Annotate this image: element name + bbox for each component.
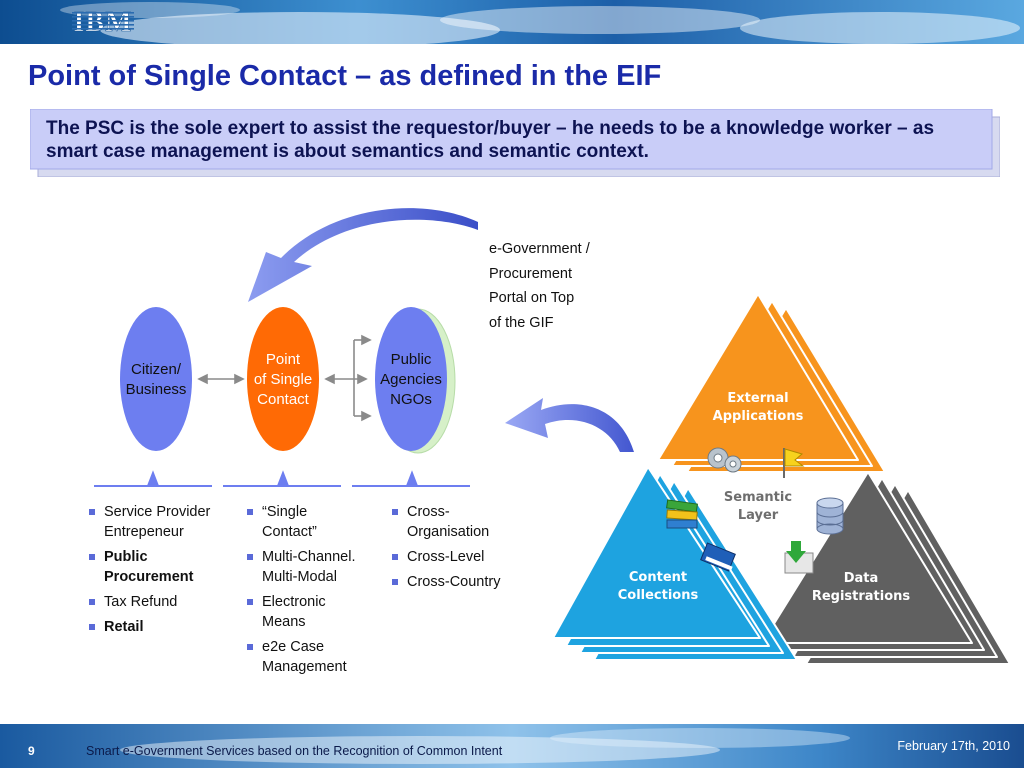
psc-oval (247, 307, 319, 451)
list-item: Electronic Means (244, 592, 364, 632)
bottom-banner (0, 724, 1024, 768)
list-item: Cross-Country (389, 572, 519, 592)
download-icon (784, 541, 814, 574)
list-item: Cross-Organisation (389, 502, 519, 542)
top-banner (0, 0, 1024, 44)
list-item: Multi-Channel. Multi-Modal (244, 547, 364, 587)
data-registrations-triangle (761, 471, 1011, 665)
callout-box (30, 109, 1000, 177)
flag-icon (783, 448, 805, 478)
slide-title: Point of Single Contact – as defined in … (28, 60, 662, 92)
list-item: Public Procurement (86, 547, 236, 587)
gears-icon (707, 447, 742, 473)
external-applications-triangle (657, 293, 886, 473)
footer-title: Smart e-Government Services based on the… (86, 744, 503, 758)
list-item: Cross-Level (389, 547, 519, 567)
citizen-oval (120, 307, 192, 451)
citizen-bullets: Service Provider Entrepeneur Public Proc… (86, 502, 236, 642)
database-icon (816, 497, 844, 535)
curved-arrow-right (505, 398, 634, 452)
list-item: Tax Refund (86, 592, 236, 612)
books-icon (666, 499, 698, 529)
psc-bullets: “Single Contact” Multi-Channel. Multi-Mo… (244, 502, 364, 682)
agencies-oval (375, 307, 447, 451)
list-item: Service Provider Entrepeneur (86, 502, 236, 542)
callout-text: The PSC is the sole expert to assist the… (46, 118, 935, 162)
book-icon (700, 542, 736, 572)
list-item: e2e Case Management (244, 637, 364, 677)
portal-note: e-Government / Procurement Portal on Top… (489, 241, 590, 331)
page-number: 9 (28, 744, 35, 758)
ibm-logo: IBM (72, 5, 134, 38)
footer-date: February 17th, 2010 (897, 739, 1010, 753)
list-item: “Single Contact” (244, 502, 364, 542)
curved-arrow-top (248, 208, 478, 302)
agencies-bullets: Cross-Organisation Cross-Level Cross-Cou… (389, 502, 519, 597)
list-item: Retail (86, 617, 236, 637)
citizen-oval-label: Citizen/Business (125, 361, 187, 398)
